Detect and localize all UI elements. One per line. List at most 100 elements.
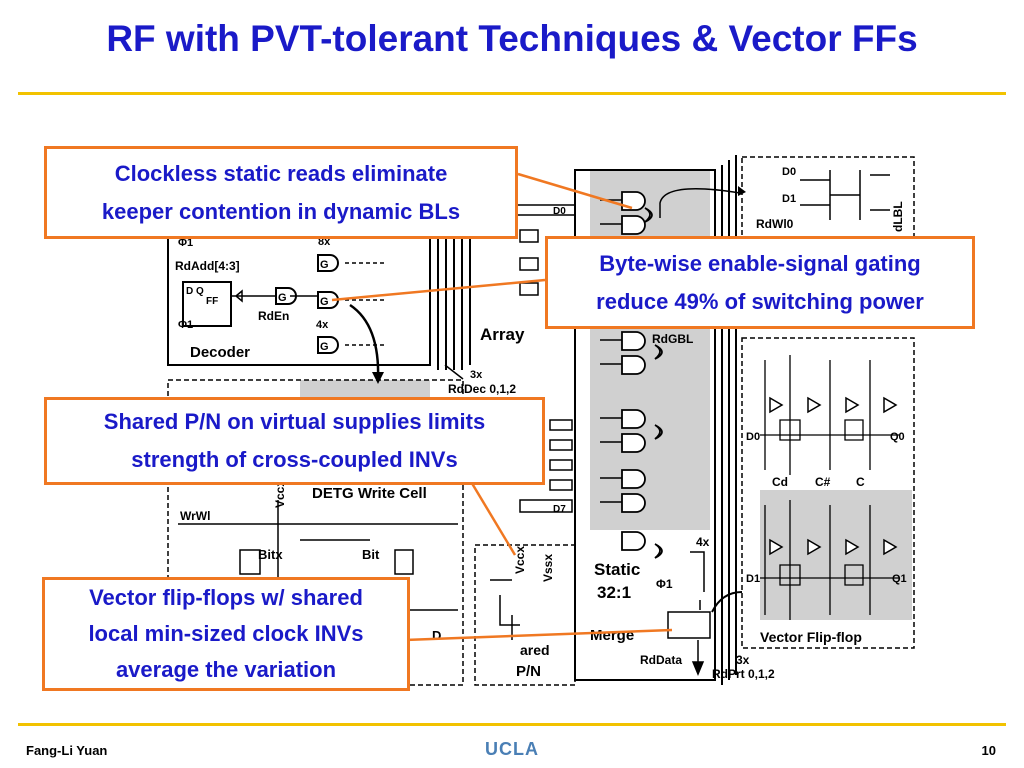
ff-cell-decoder: [182, 281, 232, 327]
callout-shared-line-2: strength of cross-coupled INVs: [131, 447, 458, 472]
csharp-label: C#: [815, 475, 831, 489]
and-gate-4: [317, 336, 339, 354]
reg-box-2: [519, 257, 539, 271]
detg-label: DETG Write Cell: [312, 485, 427, 502]
d7-label: D7: [553, 504, 566, 515]
rdwl0-label: RdWl0: [756, 217, 794, 231]
callout-bytewise-gating: Byte-wise enable-signal gating reduce 49…: [545, 236, 975, 329]
decoder-out-wires: [345, 262, 385, 346]
vccx-label: Vccx: [513, 546, 527, 574]
gate-label-2: G: [278, 292, 287, 304]
gate-label-1: G: [320, 259, 329, 271]
shaded-ff-region: [760, 490, 912, 620]
x4b-label: 4x: [696, 535, 710, 549]
d0-label: D0: [553, 206, 566, 217]
rddec-label: RdDec 0,1,2: [448, 382, 516, 396]
pointer-clockless: [517, 172, 633, 210]
x4-label: 4x: [316, 319, 329, 331]
array-label: Array: [480, 325, 525, 344]
rdadd-label: RdAdd[4:3]: [175, 259, 240, 273]
static-label: Static: [594, 560, 640, 579]
merge-wires: [600, 188, 741, 610]
vccx-wc-label: Vccx: [273, 480, 287, 508]
and-gate-3: [317, 291, 339, 309]
decoder-wires: [231, 289, 318, 303]
q1-label: Q1: [892, 573, 907, 585]
bit-label: Bit: [362, 547, 380, 562]
d0-register: [514, 204, 576, 216]
wrwl-label: WrWl: [180, 509, 210, 523]
merge-stack-lines: [721, 155, 737, 685]
x3-label: 3x: [470, 369, 483, 381]
rdlbl-label: dLBL: [891, 201, 905, 232]
routing-arrow-decoder: [349, 303, 380, 381]
d0-bit-label: D0: [782, 166, 796, 178]
merge-block: [574, 169, 716, 681]
rddata-label: RdData: [640, 653, 682, 667]
and-gate-1: [317, 254, 339, 272]
reg-box-3: [519, 282, 539, 296]
callout-vector-line-3: average the variation: [115, 657, 337, 682]
reg-box-6: [549, 459, 573, 471]
callout-bytewise-line-1: Byte-wise enable-signal gating: [599, 250, 921, 276]
vector-ff-label: Vector Flip-flop: [760, 629, 862, 645]
ff-dec-label: FF: [206, 296, 218, 307]
routing-arrowhead-bit: [738, 186, 746, 196]
q0-label: Q0: [890, 431, 905, 443]
page-number: 10: [981, 743, 996, 758]
vssx-label: Vssx: [541, 554, 555, 582]
array-stack-lines: [429, 180, 471, 370]
reg-box-4: [549, 419, 573, 431]
rddec-arrow: [444, 364, 464, 380]
callout-bytewise-line-2: reduce 49% of switching power: [596, 288, 924, 314]
phi1-merge-label: Φ1: [656, 577, 673, 591]
pointer-shared: [468, 479, 517, 556]
ff-inverters: [769, 396, 898, 556]
callout-shared-pn: Shared P/N on virtual supplies limits st…: [44, 397, 545, 485]
callout-clockless-line-1: Clockless static reads eliminate: [114, 160, 448, 186]
shared-tail-label: P/N: [516, 663, 541, 680]
vector-ff-region: [741, 337, 915, 649]
slide-title: RF with PVT-tolerant Techniques & Vector…: [106, 18, 918, 59]
d7-register: [519, 499, 573, 513]
merge-gates: [621, 191, 646, 551]
gate-label-4: G: [320, 341, 329, 353]
routing-arrow-ff: [711, 591, 743, 613]
reg-box-7: [549, 479, 573, 491]
and-gate-2: [275, 287, 297, 305]
rden-label: RdEn: [258, 309, 289, 323]
routing-arrowhead-decoder: [372, 372, 384, 384]
c-label: C: [856, 475, 865, 489]
dq-dec-label: D Q: [186, 286, 204, 297]
phi1-top-label: Φ1: [178, 237, 193, 249]
top-divider: [18, 92, 1006, 95]
footer-logo: UCLA: [485, 739, 539, 759]
rdprt-label: RdPrt 0,1,2: [712, 667, 775, 681]
reg-box-5: [549, 439, 573, 451]
rdprt-arrow: [691, 640, 705, 676]
x8-label: 8x: [318, 236, 331, 248]
bottom-divider: [18, 723, 1006, 726]
decoder-label: Decoder: [190, 344, 250, 361]
x3b-label: 3x: [736, 653, 750, 667]
circuit-diagram: RdAdd[4:3] RdEn Decoder FF D Q Φ1 Φ1 8x …: [167, 155, 915, 686]
footer-author: Fang-Li Yuan: [26, 743, 108, 758]
merge-label: Merge: [590, 627, 634, 644]
rdgbl-label: RdGBL: [652, 332, 693, 346]
pointer-bytewise: [331, 278, 546, 302]
d0-ff-label: D0: [746, 431, 760, 443]
callout-clockless-reads: Clockless static reads eliminate keeper …: [44, 146, 518, 239]
ff-cell-merge: [667, 611, 711, 639]
shared-head-label: ared: [520, 642, 550, 658]
bitcell-wires: [800, 170, 890, 220]
callout-vector-line-2: local min-sized clock INVs: [88, 621, 364, 646]
shared-pn-wires: [490, 579, 520, 640]
ff-wires: [760, 355, 900, 620]
cd-label: Cd: [772, 475, 788, 489]
gate-label-3: G: [320, 296, 329, 308]
callout-shared-line-1: Shared P/N on virtual supplies limits: [103, 409, 486, 434]
phi1-dec-label: Φ1: [178, 319, 193, 331]
pointer-vectorff: [404, 628, 673, 642]
d-label: D: [432, 628, 441, 643]
callout-vector-line-1: Vector flip-flops w/ shared: [89, 585, 363, 610]
